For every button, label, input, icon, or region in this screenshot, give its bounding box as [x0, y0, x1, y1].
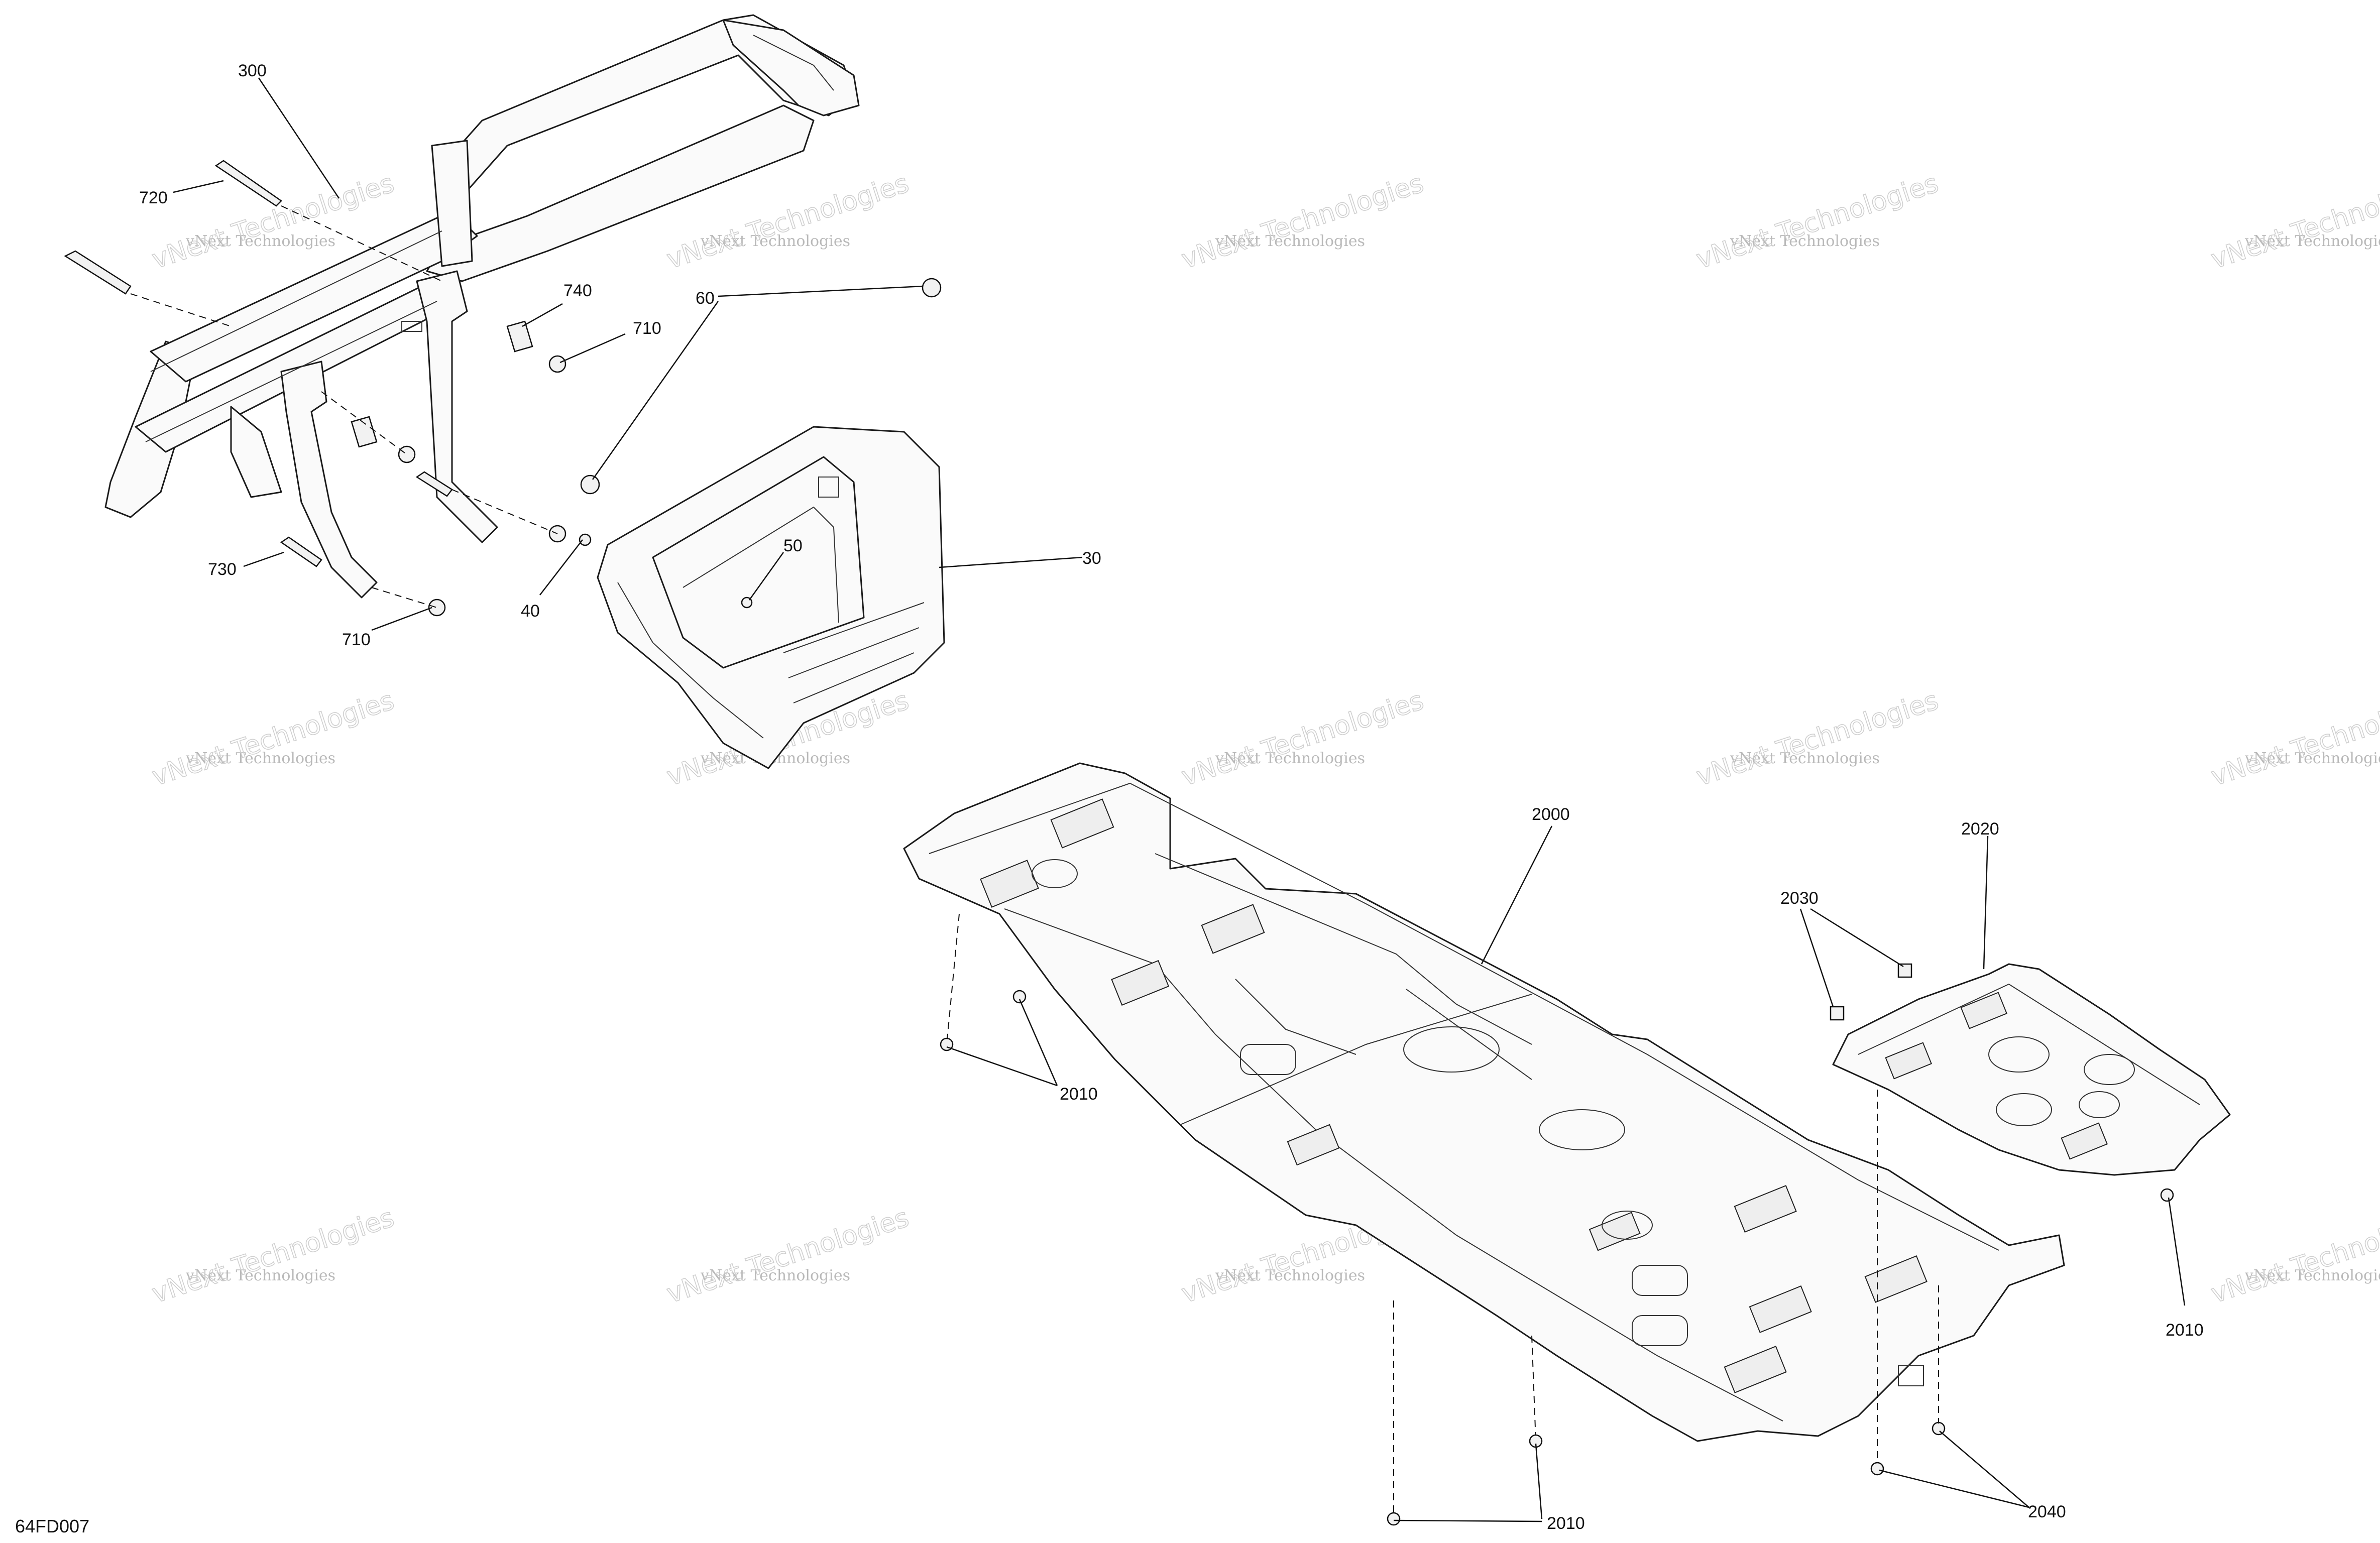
leader-lines [173, 77, 2186, 1522]
grip-pad [1287, 1124, 1340, 1166]
svg-text:vNext Technologies: vNext Technologies [148, 1203, 397, 1309]
nut [398, 445, 416, 463]
callout-30: 30 [1082, 549, 1101, 568]
rivet-2010 [1387, 1512, 1401, 1526]
svg-text:vNext Technologies: vNext Technologies [663, 1203, 912, 1309]
svg-text:vNext Technologies: vNext Technologies [2244, 750, 2380, 767]
callout-2020: 2020 [1961, 819, 1999, 839]
svg-text:vNext Technologies: vNext Technologies [1178, 685, 1427, 792]
bolt [64, 250, 132, 295]
callout-740: 740 [563, 281, 592, 300]
svg-text:vNext Technologies: vNext Technologies [1692, 168, 1942, 275]
grip-pad [1050, 798, 1114, 849]
frame-hardware [64, 160, 942, 617]
watermark: vNext Technologies vNext Technologies [2207, 168, 2380, 275]
svg-text:vNext Technologies: vNext Technologies [2207, 168, 2380, 275]
skid-plate-2020 [1830, 963, 2231, 1176]
front-panel-30 [597, 426, 945, 769]
rivet-2010 [2160, 1188, 2174, 1202]
callout-710: 710 [342, 630, 371, 649]
watermark: vNext Technologies vNext Technologies [663, 1202, 913, 1310]
svg-text:vNext Technologies: vNext Technologies [1215, 1267, 1365, 1284]
callout-2030: 2030 [1780, 889, 1819, 908]
grip-pad [2061, 1122, 2108, 1160]
grip-pad [1201, 904, 1265, 954]
callouts: 300 720 740 710 60 730 50 30 40 710 2000… [139, 61, 2204, 1533]
nut-2030 [1830, 1006, 1845, 1021]
svg-text:vNext Technologies: vNext Technologies [2244, 232, 2380, 250]
watermark: vNext Technologies vNext Technologies [148, 685, 398, 792]
callout-2010: 2010 [1060, 1085, 1098, 1104]
svg-text:vNext Technologies: vNext Technologies [1215, 750, 1365, 767]
grip-pad [1724, 1346, 1787, 1393]
figure-reference: 64FD007 [15, 1516, 89, 1536]
callout-2010: 2010 [1547, 1514, 1585, 1533]
grip-pad [1734, 1185, 1797, 1233]
grip-pad [1885, 1042, 1933, 1080]
svg-text:vNext Technologies: vNext Technologies [148, 685, 397, 792]
grip-pad [1864, 1255, 1928, 1303]
svg-text:vNext Technologies: vNext Technologies [2207, 1203, 2380, 1309]
callout-60: 60 [696, 289, 715, 308]
callout-730: 730 [208, 560, 237, 579]
svg-text:vNext Technologies: vNext Technologies [1178, 168, 1427, 275]
watermark: vNext Technologies vNext Technologies [1692, 168, 1943, 275]
bolt-720 [214, 160, 282, 207]
nut-60 [922, 278, 942, 298]
rivet-2010 [1012, 990, 1027, 1004]
watermark: vNext Technologies vNext Technologies [2207, 685, 2380, 792]
spacer [351, 416, 378, 448]
watermark: vNext Technologies vNext Technologies [2207, 1202, 2380, 1310]
svg-text:vNext Technologies: vNext Technologies [1215, 232, 1365, 250]
svg-text:vNext Technologies: vNext Technologies [2244, 1267, 2380, 1284]
callout-300: 300 [238, 61, 267, 80]
watermark: vNext Technologies vNext Technologies [1178, 168, 1428, 275]
bolt-730 [280, 536, 322, 567]
bumper-frame-300 [104, 14, 860, 599]
callout-2000: 2000 [1532, 805, 1570, 824]
nut-710 [548, 355, 566, 373]
nut-2030 [1897, 963, 1912, 978]
watermark: vNext Technologies vNext Technologies [1178, 685, 1428, 792]
callout-2040: 2040 [2028, 1502, 2066, 1521]
svg-text:vNext Technologies: vNext Technologies [1730, 232, 1880, 250]
watermark: vNext Technologies vNext Technologies [1692, 685, 1943, 792]
svg-text:vNext Technologies: vNext Technologies [185, 750, 335, 767]
callout-2010: 2010 [2166, 1321, 2204, 1340]
callout-720: 720 [139, 188, 168, 207]
watermark: vNext Technologies vNext Technologies [148, 1202, 398, 1310]
callout-40: 40 [521, 602, 540, 621]
washer-40 [579, 533, 592, 546]
grip-pad [1111, 960, 1170, 1006]
nut [580, 474, 600, 495]
svg-text:vNext Technologies: vNext Technologies [2207, 685, 2380, 792]
svg-text:vNext Technologies: vNext Technologies [185, 1267, 335, 1284]
skid-fasteners [940, 913, 2174, 1526]
grip-pad [1589, 1212, 1641, 1251]
skid-plate-2000 [903, 762, 2065, 1442]
callout-50: 50 [783, 536, 803, 555]
svg-text:vNext Technologies: vNext Technologies [1692, 685, 1942, 792]
callout-710: 710 [633, 319, 661, 338]
svg-text:vNext Technologies: vNext Technologies [700, 1267, 850, 1284]
screw-2040 [1870, 1462, 1884, 1476]
grip-pad [1960, 992, 2008, 1029]
svg-text:vNext Technologies: vNext Technologies [1730, 750, 1880, 767]
spacer-740 [506, 320, 533, 352]
svg-text:vNext Technologies: vNext Technologies [700, 232, 850, 250]
svg-text:vNext Technologies: vNext Technologies [185, 232, 335, 250]
screw-2040 [1932, 1421, 1946, 1436]
nut-710 [428, 599, 446, 617]
grip-pad [980, 860, 1039, 908]
grip-pad [1749, 1285, 1812, 1333]
